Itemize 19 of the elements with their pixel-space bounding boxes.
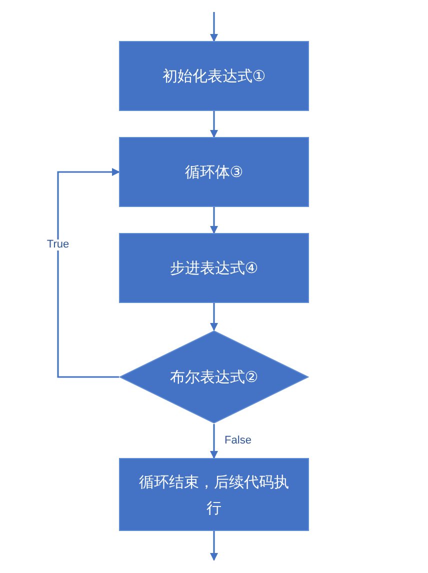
node-text: 布尔表达式②	[168, 367, 260, 388]
decision-diamond	[119, 330, 309, 424]
node-text: 步进表达式④	[168, 258, 260, 279]
process-box	[119, 458, 309, 531]
arrow	[57, 168, 120, 378]
arrow	[210, 111, 218, 138]
arrow	[210, 531, 218, 561]
arrow	[210, 12, 218, 42]
arrow	[210, 303, 218, 331]
node-text: 循环结束，后续代码执行	[138, 472, 290, 518]
process-box	[119, 41, 309, 111]
edge-label: True	[44, 239, 72, 250]
node-text: 循环体③	[184, 162, 244, 183]
process-box	[119, 137, 309, 207]
arrow	[210, 207, 218, 234]
arrow	[210, 424, 218, 459]
process-box	[119, 233, 309, 303]
edge-label: False	[222, 436, 254, 446]
node-text: 初始化表达式①	[161, 66, 267, 87]
